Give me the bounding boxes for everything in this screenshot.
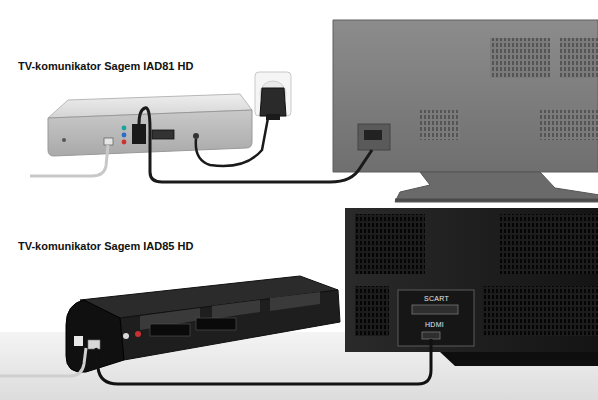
device-title: TV-komunikator Sagem IAD85 HD xyxy=(18,240,193,252)
device-title: TV-komunikator Sagem IAD81 HD xyxy=(18,60,193,72)
port-label: HDMI xyxy=(425,321,444,328)
port-label: SCART xyxy=(424,295,449,302)
